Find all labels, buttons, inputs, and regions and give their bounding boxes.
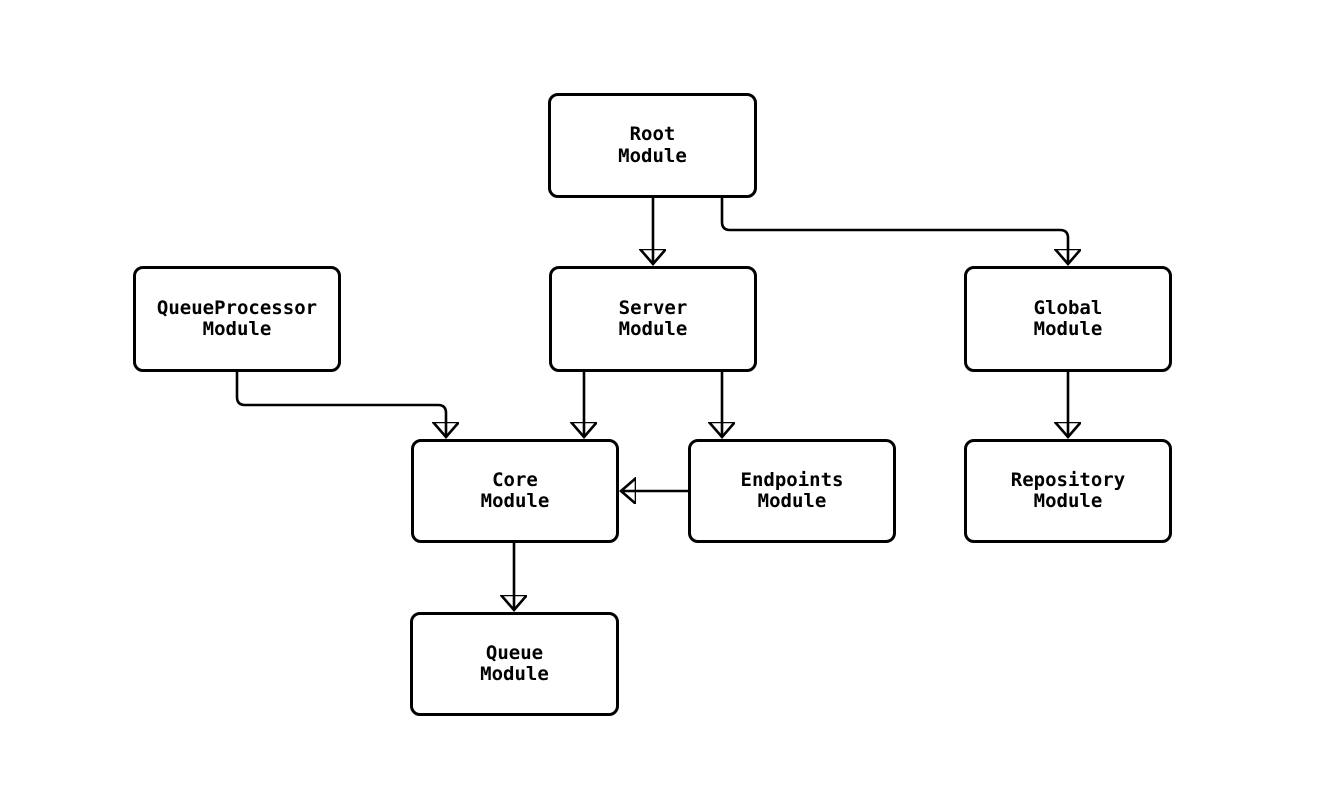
node-core-module: Core Module bbox=[411, 439, 619, 543]
node-repository-module: Repository Module bbox=[964, 439, 1172, 543]
node-queue-module: Queue Module bbox=[410, 612, 619, 716]
node-label: Repository Module bbox=[1010, 468, 1126, 512]
edge-queueprocessor-to-core bbox=[235, 372, 446, 437]
node-label: Endpoints Module bbox=[740, 468, 844, 512]
node-label: Root Module bbox=[618, 123, 687, 167]
edge-root-to-global bbox=[720, 198, 1068, 264]
node-queueprocessor-module: QueueProcessor Module bbox=[133, 266, 341, 372]
node-label: QueueProcessor Module bbox=[156, 296, 318, 340]
node-endpoints-module: Endpoints Module bbox=[688, 439, 896, 543]
node-label: Server Module bbox=[618, 296, 688, 340]
node-server-module: Server Module bbox=[549, 266, 757, 372]
node-label: Queue Module bbox=[480, 641, 549, 685]
node-global-module: Global Module bbox=[964, 266, 1172, 372]
node-label: Core Module bbox=[480, 468, 550, 512]
node-label: Global Module bbox=[1033, 296, 1103, 340]
node-root-module: Root Module bbox=[548, 93, 757, 198]
